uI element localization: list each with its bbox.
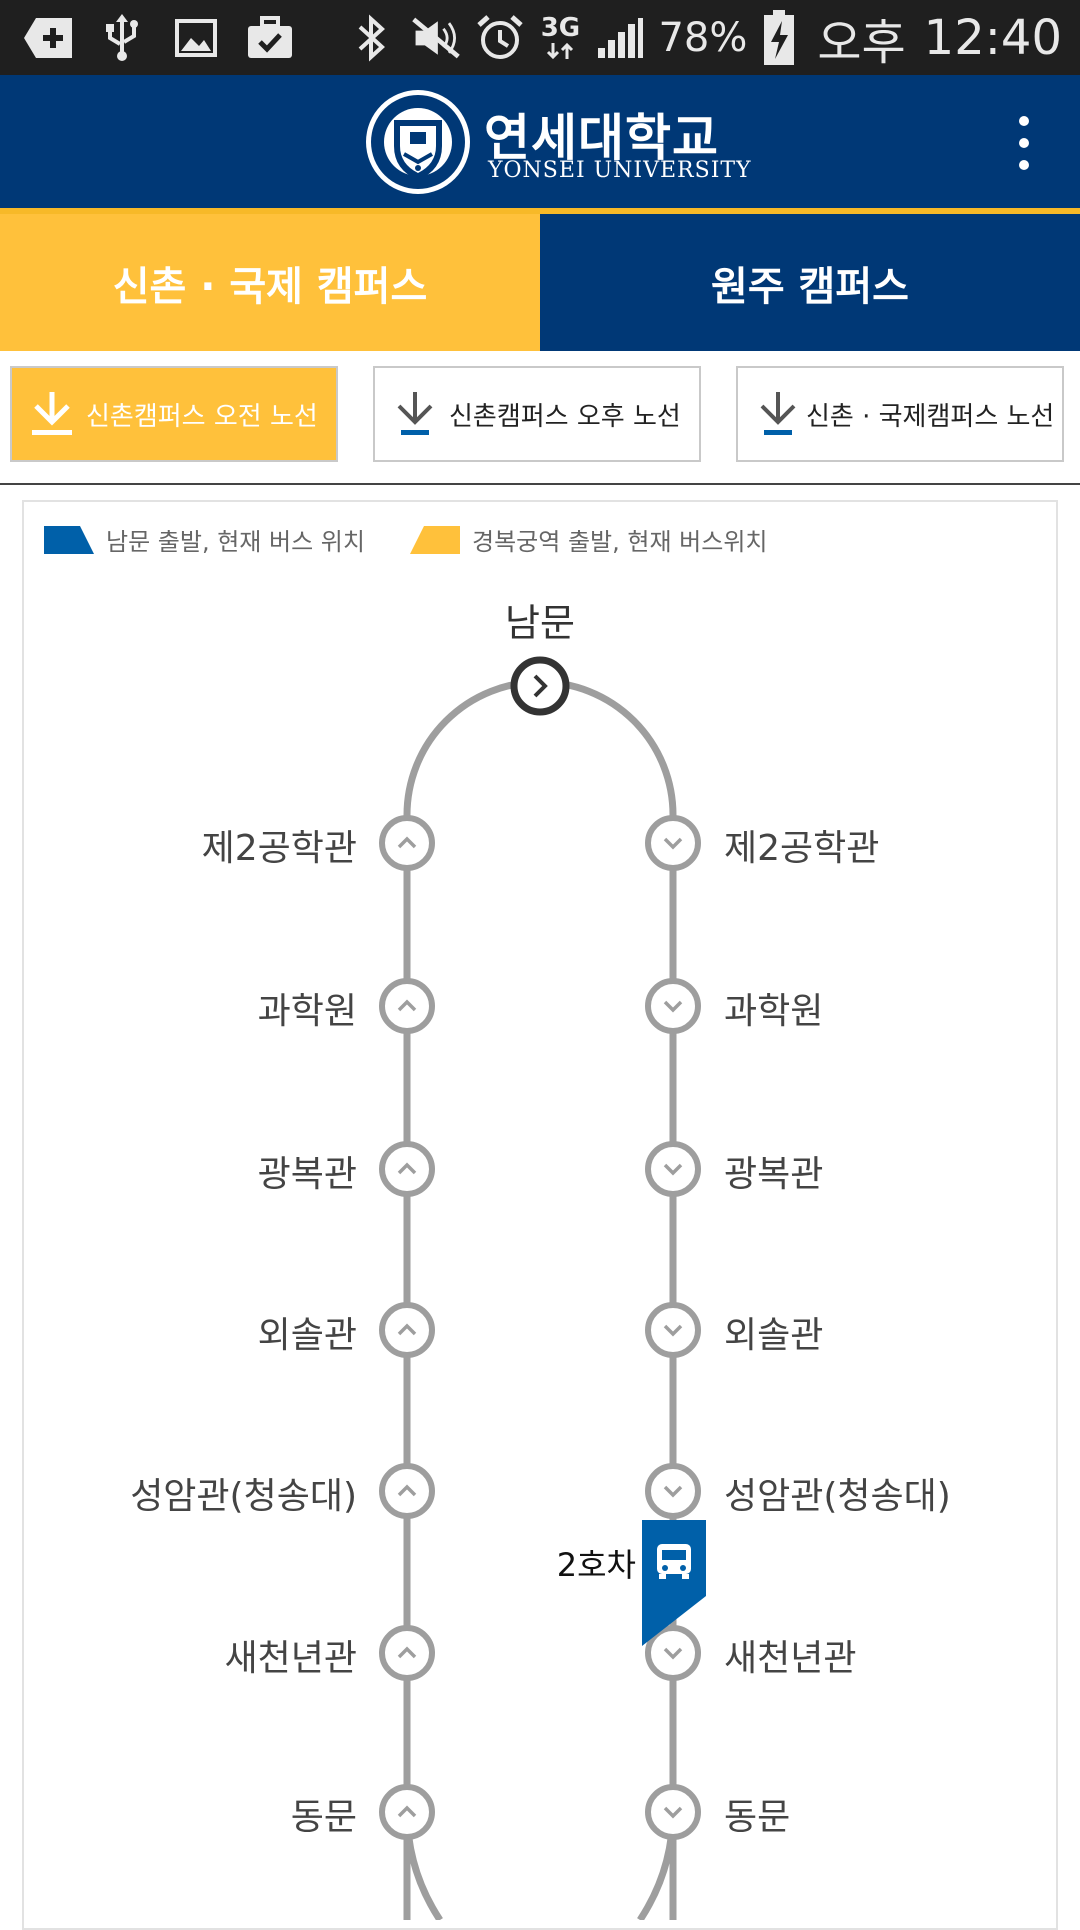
route-button-label: 신촌 · 국제캠퍼스 노선 [806,401,1055,432]
stop-label-top: 남문 [505,601,575,645]
signal-icon [594,12,646,64]
stop-marker-left[interactable] [377,1300,437,1360]
stop-marker-right[interactable] [643,976,703,1036]
stop-label-right: 광복관 [724,1154,824,1195]
stop-label-right: 동문 [724,1797,791,1838]
legend-item-gyeongbokgung: 경복궁역 출발, 현재 버스위치 [410,522,767,557]
stop-label-left: 성암관(청송대) [130,1476,357,1517]
stop-label-right: 제2공학관 [724,828,880,869]
bus-label: 2호차 [556,1546,636,1584]
status-time: 12:40 [923,10,1062,66]
image-icon [170,12,222,64]
legend-swatch-gold [410,525,460,554]
more-vert-icon[interactable] [994,108,1054,178]
stop-label-left: 동문 [290,1797,357,1838]
route-button-afternoon[interactable]: 신촌캠퍼스 오후 노선 [373,366,701,462]
stop-marker-right[interactable] [643,813,703,873]
stop-marker-left[interactable] [377,1461,437,1521]
stop-marker-top[interactable] [510,656,570,716]
legend-label: 남문 출발, 현재 버스 위치 [106,528,365,556]
status-ampm: 오후 [817,15,906,71]
yonsei-emblem-icon [366,90,470,194]
stop-marker-left[interactable] [377,1623,437,1683]
stop-marker-right[interactable] [643,1623,703,1683]
bus-icon[interactable] [642,1520,706,1646]
stop-label-left: 새천년관 [224,1638,357,1679]
stop-label-left: 과학원 [257,991,357,1032]
stop-marker-left[interactable] [377,1139,437,1199]
route-button-morning[interactable]: 신촌캠퍼스 오전 노선 [10,366,338,462]
stop-marker-right[interactable] [643,1461,703,1521]
usb-icon [96,12,148,64]
stop-marker-right[interactable] [643,1782,703,1842]
stop-label-right: 과학원 [724,991,824,1032]
route-button-international[interactable]: 신촌 · 국제캠퍼스 노선 [736,366,1064,462]
battery-percent: 78% [658,15,748,61]
header-accent-bar [0,208,1080,214]
legend-swatch-blue [44,525,94,554]
legend-label: 경복궁역 출발, 현재 버스위치 [472,528,768,556]
stop-marker-right[interactable] [643,1139,703,1199]
stop-marker-right[interactable] [643,1300,703,1360]
route-button-label: 신촌캠퍼스 오후 노선 [449,401,681,432]
3g-icon: 3G [538,12,582,64]
stop-label-right: 성암관(청송대) [724,1476,951,1517]
bluetooth-icon [346,12,398,64]
stop-marker-left[interactable] [377,976,437,1036]
divider [0,483,1080,485]
brand-title: 연세대학교 [484,109,719,167]
alarm-icon [474,12,526,64]
battery-charging-icon [759,10,799,65]
app-header [0,75,1080,210]
stop-marker-left[interactable] [377,813,437,873]
briefcase-check-icon [244,12,296,64]
add-icon [22,12,74,64]
route-button-label: 신촌캠퍼스 오전 노선 [86,401,318,432]
stop-marker-left[interactable] [377,1782,437,1842]
stop-label-left: 제2공학관 [201,828,357,869]
download-icon [32,392,72,435]
stop-label-left: 광복관 [257,1154,357,1195]
download-icon [760,392,796,435]
download-icon [397,392,433,435]
tab-wonju-campus[interactable]: 원주 캠퍼스 [540,214,1080,351]
network-type: 3G [540,13,581,43]
stop-label-right: 외솔관 [724,1315,824,1356]
stop-label-right: 새천년관 [724,1638,857,1679]
stop-label-left: 외솔관 [257,1315,357,1356]
brand-subtitle: YONSEI UNIVERSITY [488,158,752,183]
tab-shinchon-campus[interactable]: 신촌 · 국제 캠퍼스 [0,214,540,351]
status-bar: 3G 78% 오후 12:40 [0,0,1080,75]
legend-item-nammun: 남문 출발, 현재 버스 위치 [44,522,365,557]
mute-icon [410,12,462,64]
